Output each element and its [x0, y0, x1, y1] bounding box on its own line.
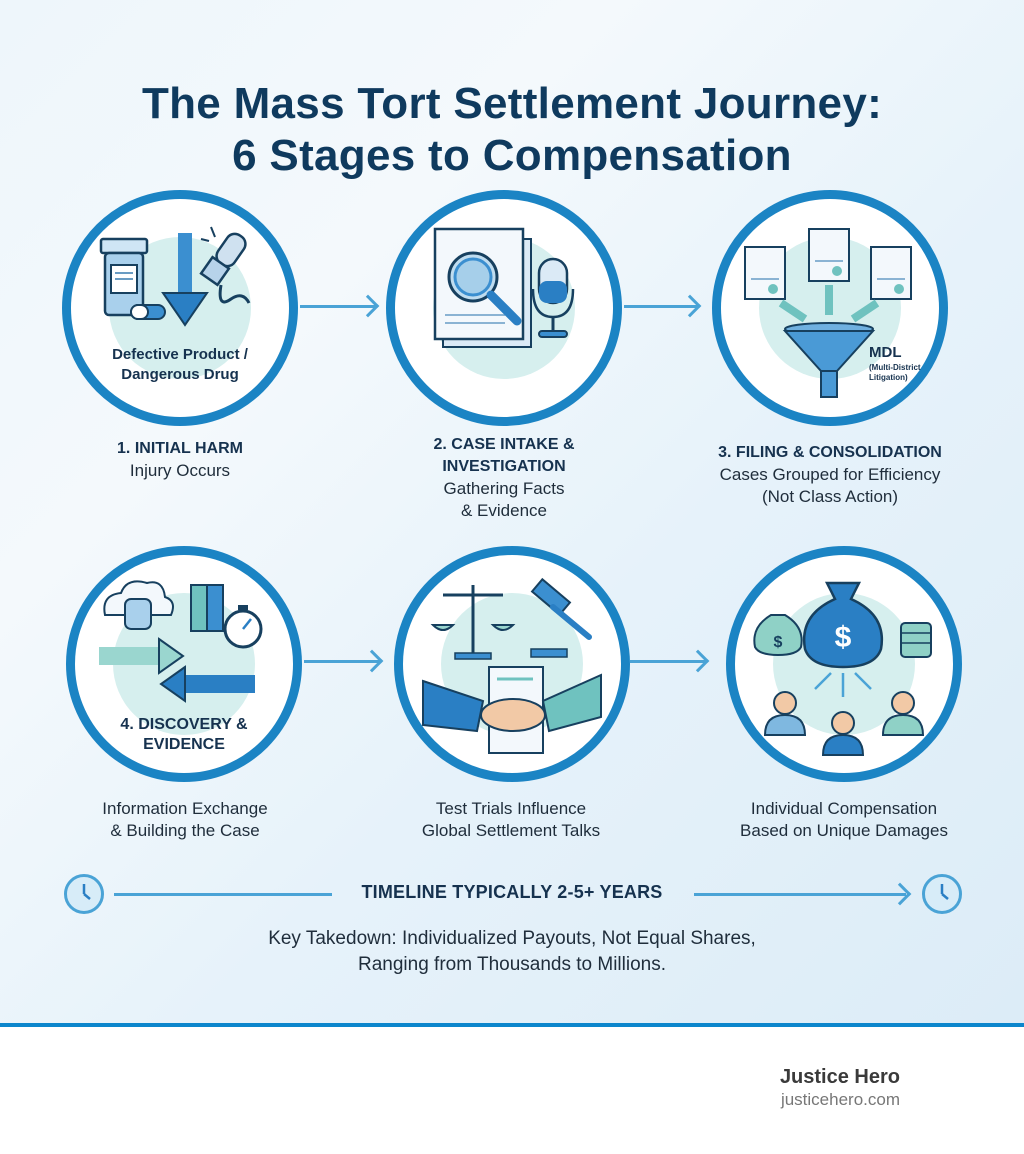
- stage-3-description-line-1: Cases Grouped for Efficiency: [719, 465, 941, 484]
- gavel-icon: [530, 577, 592, 658]
- connector-2-3: [624, 305, 698, 308]
- timeline-line-left: [114, 893, 332, 896]
- cloud-database-icon: [103, 580, 174, 630]
- footer-divider: [0, 1023, 1024, 1027]
- stage-1-caption: 1. INITIAL HARM Injury Occurs: [62, 438, 298, 482]
- document-magnifier-icon: [433, 227, 532, 348]
- timeline-label: TIMELINE TYPICALLY 2-5+ YEARS: [361, 882, 663, 902]
- stage-6-circle: $ $: [726, 546, 962, 782]
- broken-device-icon: [199, 226, 251, 304]
- key-takeaway: Key Takedown: Individualized Payouts, No…: [0, 926, 1024, 978]
- exchange-arrows-icon: [99, 637, 255, 703]
- legal-document-icon: [744, 246, 786, 300]
- stage-3-caption: 3. FILING & CONSOLIDATION Cases Grouped …: [690, 442, 970, 508]
- small-money-bag-icon: $: [753, 614, 803, 657]
- stage-5-caption: Test Trials Influence Global Settlement …: [386, 798, 636, 842]
- stage-2-heading-line-1: 2. CASE INTAKE &: [433, 436, 575, 453]
- person-with-cash-icon: [763, 691, 925, 756]
- handshake-icon: [422, 673, 602, 733]
- connector-1-2: [300, 305, 376, 308]
- stage-6-description-line-2: Based on Unique Damages: [740, 821, 948, 840]
- stage-6-description-line-1: Individual Compensation: [750, 799, 938, 818]
- legal-document-icon: [870, 246, 912, 300]
- stage-2-caption: 2. CASE INTAKE & INVESTIGATION Gathering…: [386, 434, 622, 522]
- stage-1-description: Injury Occurs: [129, 461, 231, 480]
- microphone-icon: [531, 257, 575, 338]
- down-arrow-icon: [161, 233, 209, 327]
- page-title: The Mass Tort Settlement Journey: 6 Stag…: [0, 78, 1024, 182]
- title-line-1: The Mass Tort Settlement Journey:: [141, 79, 883, 128]
- stage-2-circle: [386, 190, 622, 426]
- timeline-line-right: [694, 893, 906, 896]
- infographic-canvas: [0, 0, 1024, 1024]
- brand-name: Justice Hero: [779, 1066, 900, 1088]
- stage-3-circle: MDL (Multi-District Litigation): [712, 190, 948, 426]
- converging-arrows-icon: [778, 285, 880, 323]
- stage-4-caption: Information Exchange & Building the Case: [60, 798, 310, 842]
- svg-text:$: $: [835, 621, 852, 654]
- stage-4-description-line-1: Information Exchange: [102, 799, 268, 818]
- stage-5-description-line-2: Global Settlement Talks: [421, 821, 601, 840]
- stage-6-caption: Individual Compensation Based on Unique …: [712, 798, 976, 842]
- stage-4-circle-label: 4. DISCOVERY & EVIDENCE: [120, 716, 248, 753]
- funnel-icon: [782, 322, 876, 398]
- stage-3-heading: 3. FILING & CONSOLIDATION: [718, 444, 942, 461]
- stage-2-heading-line-2: INVESTIGATION: [442, 458, 566, 475]
- stage-5-circle: [394, 546, 630, 782]
- pill-bottle-icon: [99, 237, 166, 320]
- stage-2-description-line-1: Gathering Facts: [443, 479, 565, 498]
- money-bag-icon: $: [802, 581, 884, 669]
- stage-3-description-line-2: (Not Class Action): [761, 487, 899, 506]
- binders-icon: [190, 584, 224, 632]
- timeline-end-clock-icon: [922, 874, 962, 914]
- stage-5-description-line-1: Test Trials Influence: [435, 799, 587, 818]
- brand-url[interactable]: justicehero.com: [780, 1090, 900, 1109]
- title-line-2: 6 Stages to Compensation: [232, 131, 792, 180]
- stage-2-description-line-2: & Evidence: [461, 501, 547, 520]
- distribution-arrows-icon: [814, 672, 872, 697]
- takeaway-line-1: Key Takedown: Individualized Payouts, No…: [268, 928, 756, 949]
- stage-4-circle: 4. DISCOVERY & EVIDENCE: [66, 546, 302, 782]
- mdl-label: MDL (Multi-District Litigation): [869, 344, 921, 382]
- scales-of-justice-icon: [430, 585, 516, 660]
- stage-1-circle: Defective Product / Dangerous Drug: [62, 190, 298, 426]
- connector-5-6: [630, 660, 706, 663]
- legal-document-icon: [808, 228, 850, 282]
- stopwatch-icon: [223, 605, 263, 649]
- stage-1-heading: 1. INITIAL HARM: [117, 440, 243, 457]
- svg-text:$: $: [774, 634, 783, 651]
- coin-stack-icon: [900, 622, 932, 658]
- takeaway-line-2: Ranging from Thousands to Millions.: [357, 954, 667, 975]
- connector-4-5: [304, 660, 380, 663]
- timeline-start-clock-icon: [64, 874, 104, 914]
- stage-4-description-line-2: & Building the Case: [110, 821, 260, 840]
- stage-1-circle-label: Defective Product / Dangerous Drug: [112, 346, 248, 383]
